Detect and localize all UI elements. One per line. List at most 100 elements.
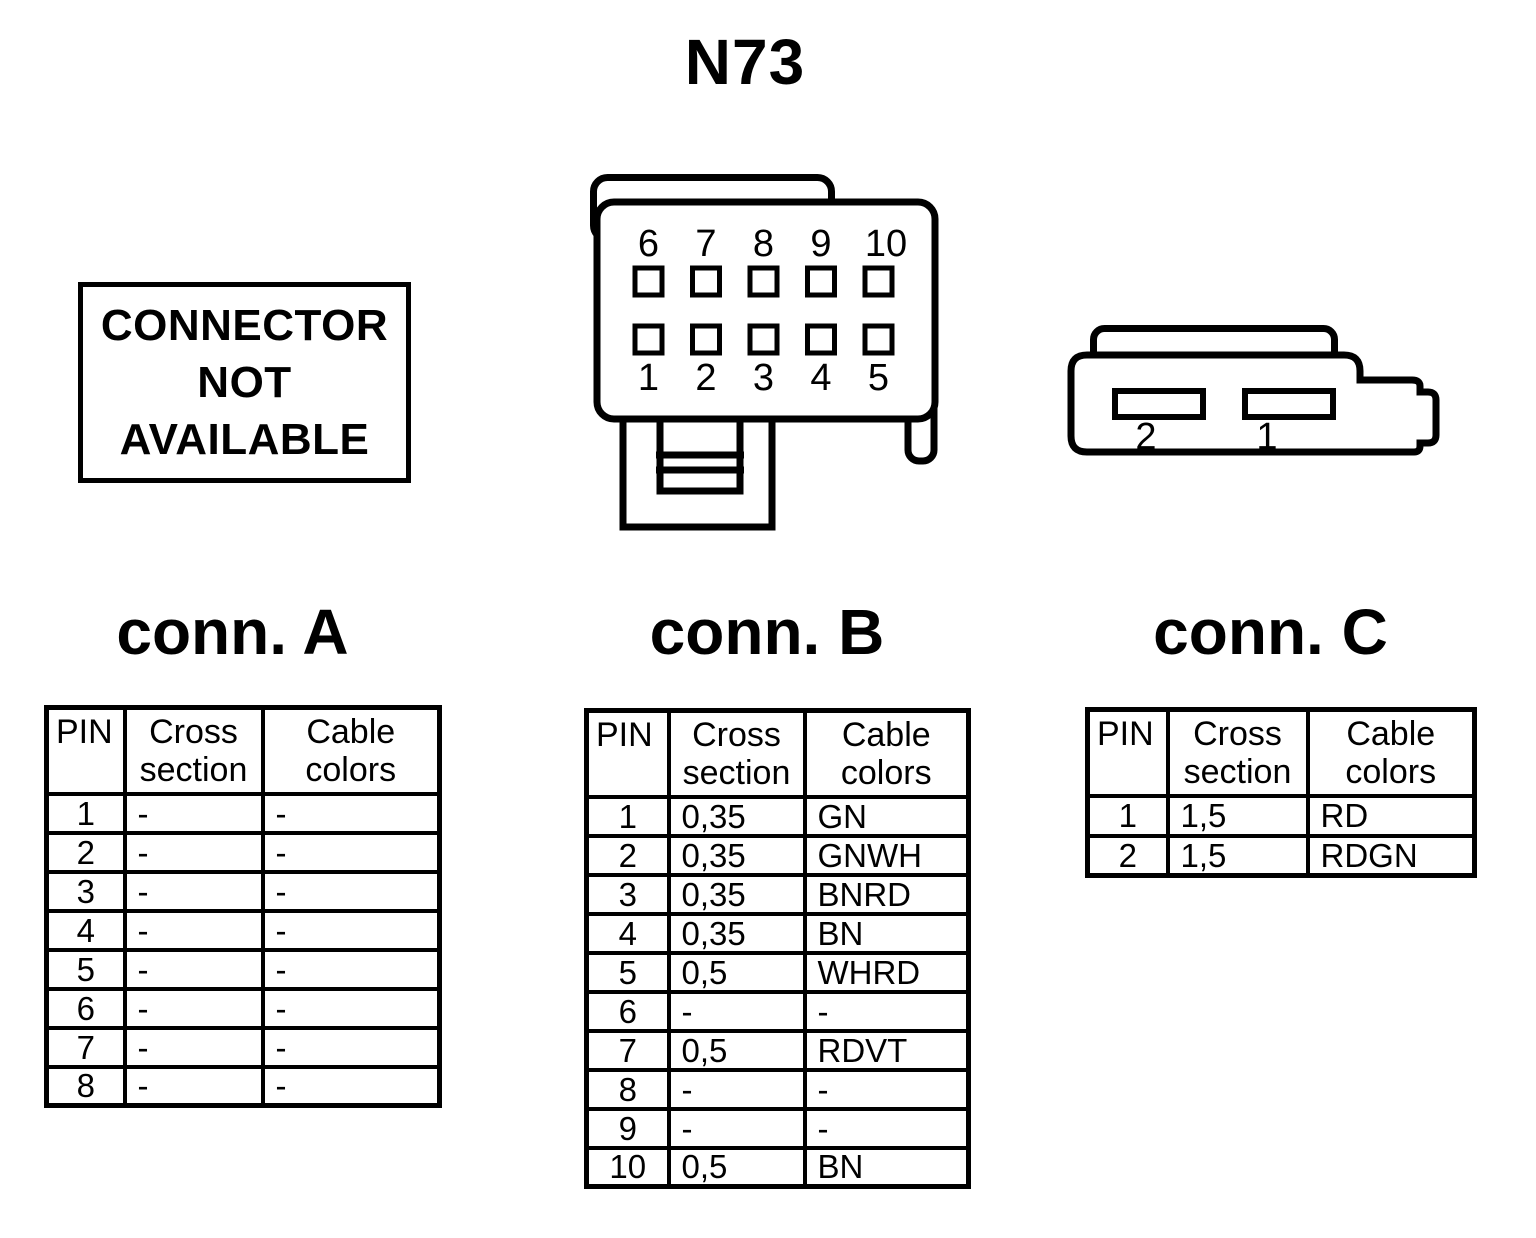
column-header: Cross section bbox=[122, 705, 265, 796]
pin-cell: 2 bbox=[1085, 833, 1170, 878]
pin-cell: 4 bbox=[584, 911, 671, 955]
table-row: 2-- bbox=[44, 830, 442, 874]
pin-number-label: 1 bbox=[1256, 416, 1277, 458]
cross-section-cell: - bbox=[122, 1025, 265, 1069]
cable-color-cell: RD bbox=[1305, 793, 1477, 838]
column-header: Cable colors bbox=[1305, 707, 1477, 798]
pin-cell: 6 bbox=[584, 989, 671, 1033]
cross-section-cell: 1,5 bbox=[1165, 793, 1310, 838]
table-row: 1-- bbox=[44, 791, 442, 835]
cross-section-cell: - bbox=[666, 1067, 807, 1111]
cable-color-cell: BN bbox=[802, 1145, 971, 1189]
na-line-2: NOT bbox=[197, 358, 292, 407]
cross-section-cell: - bbox=[666, 1106, 807, 1150]
table-row: 8-- bbox=[44, 1064, 442, 1108]
cable-color-cell: - bbox=[260, 791, 442, 835]
pin-cell: 2 bbox=[44, 830, 127, 874]
column-header: Cross section bbox=[1165, 707, 1310, 798]
cable-color-cell: - bbox=[260, 908, 442, 952]
table-row: 3-- bbox=[44, 869, 442, 913]
cable-color-cell: - bbox=[260, 1025, 442, 1069]
pin-cell: 8 bbox=[584, 1067, 671, 1111]
table-row: 6-- bbox=[584, 989, 971, 1033]
pin-number-label: 6 bbox=[638, 223, 659, 265]
cross-section-cell: - bbox=[666, 989, 807, 1033]
pin-number-label: 2 bbox=[1135, 416, 1156, 458]
pin-cavity-2 bbox=[690, 323, 722, 356]
cable-color-cell: - bbox=[260, 1064, 442, 1108]
pin-cavity-1 bbox=[632, 323, 665, 356]
pin-cavity-4 bbox=[805, 323, 837, 356]
pin-cavity-5 bbox=[862, 323, 895, 356]
table-row: 8-- bbox=[584, 1067, 971, 1111]
cross-section-cell: 0,35 bbox=[666, 872, 807, 916]
pin-number-label: 1 bbox=[638, 357, 659, 399]
pin-cell: 2 bbox=[584, 833, 671, 877]
pin-number-label: 10 bbox=[865, 223, 907, 265]
pin-number-label: 9 bbox=[810, 223, 831, 265]
cable-color-cell: BNRD bbox=[802, 872, 971, 916]
cross-section-cell: - bbox=[122, 791, 265, 835]
cross-section-cell: - bbox=[122, 947, 265, 991]
pin-cavity-9 bbox=[805, 265, 837, 298]
cable-color-cell: - bbox=[260, 947, 442, 991]
column-header: Cable colors bbox=[260, 705, 442, 796]
column-header: Cross section bbox=[666, 708, 807, 799]
pin-cell: 1 bbox=[44, 791, 127, 835]
pin-number-label: 2 bbox=[695, 357, 716, 399]
cable-color-cell: - bbox=[802, 989, 971, 1033]
pin-slot-1 bbox=[1242, 388, 1336, 420]
pin-cavity-10 bbox=[862, 265, 895, 298]
table-row: 9-- bbox=[584, 1106, 971, 1150]
column-header: PIN bbox=[44, 705, 127, 796]
cable-color-cell: - bbox=[802, 1106, 971, 1150]
pin-cell: 4 bbox=[44, 908, 127, 952]
cross-section-cell: - bbox=[122, 830, 265, 874]
connector-b-body bbox=[593, 198, 939, 423]
cable-color-cell: - bbox=[802, 1067, 971, 1111]
cable-color-cell: GN bbox=[802, 794, 971, 838]
pin-cell: 1 bbox=[1085, 793, 1170, 838]
cable-color-cell: - bbox=[260, 986, 442, 1030]
pin-number-label: 4 bbox=[810, 357, 831, 399]
pin-cell: 7 bbox=[44, 1025, 127, 1069]
connector-b-diagram: 6 7 8 9 10 1 2 3 4 5 bbox=[590, 174, 939, 531]
table-row: 4-- bbox=[44, 908, 442, 952]
cable-color-cell: RDGN bbox=[1305, 833, 1477, 878]
pin-number-label: 5 bbox=[868, 357, 889, 399]
column-header: PIN bbox=[584, 708, 671, 799]
cable-color-cell: WHRD bbox=[802, 950, 971, 994]
pin-number-label: 7 bbox=[695, 223, 716, 265]
pin-cavity-3 bbox=[747, 323, 780, 356]
na-line-3: AVAILABLE bbox=[119, 415, 370, 464]
cross-section-cell: - bbox=[122, 869, 265, 913]
cross-section-cell: 0,35 bbox=[666, 833, 807, 877]
na-line-1: CONNECTOR bbox=[100, 301, 389, 350]
cross-section-cell: 0,35 bbox=[666, 794, 807, 838]
pin-cell: 1 bbox=[584, 794, 671, 838]
table-row: 7-- bbox=[44, 1025, 442, 1069]
pin-cell: 9 bbox=[584, 1106, 671, 1150]
pin-number-label: 3 bbox=[753, 357, 774, 399]
pin-cavity-8 bbox=[747, 265, 780, 298]
cross-section-cell: 0,5 bbox=[666, 1028, 807, 1072]
cross-section-cell: - bbox=[122, 908, 265, 952]
pin-cell: 7 bbox=[584, 1028, 671, 1072]
column-header: Cable colors bbox=[802, 708, 971, 799]
cable-color-cell: BN bbox=[802, 911, 971, 955]
cross-section-cell: 0,5 bbox=[666, 950, 807, 994]
pin-cell: 10 bbox=[584, 1145, 671, 1189]
